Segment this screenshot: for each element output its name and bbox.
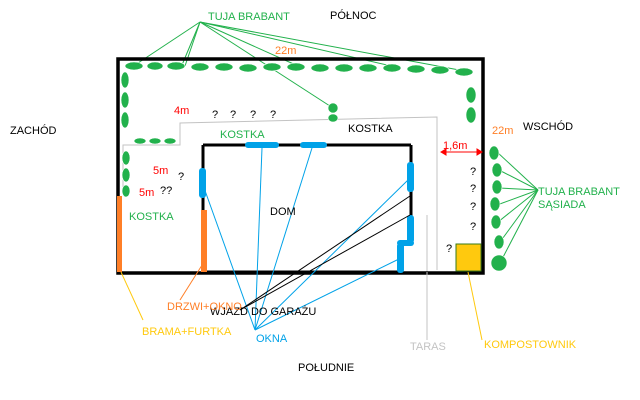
gap-measure — [440, 148, 483, 156]
measure-top-width: 22m — [275, 45, 296, 57]
label-kompostownik: KOMPOSTOWNIK — [484, 339, 577, 351]
tuja-neighbour-column — [488, 145, 508, 272]
measure-kostka-depth: 4m — [174, 105, 189, 117]
gate-bar — [117, 196, 122, 272]
unknown-mark: ? — [470, 221, 476, 233]
label-north: PÓŁNOC — [330, 9, 377, 22]
wjazd-leader-lines — [239, 195, 411, 311]
unknown-double: ?? — [160, 185, 172, 197]
unknown-mark: ? — [178, 171, 184, 183]
compost-box — [455, 243, 482, 272]
tuja-row-top — [124, 61, 474, 77]
label-tuja-sasiada-1: TUJA BRABANT — [538, 186, 620, 198]
label-brama: BRAMA+FURTKA — [142, 326, 232, 338]
measure-right-width: 22m — [492, 125, 513, 137]
unknown-mark: ? — [470, 201, 476, 213]
unknown-mark: ? — [230, 109, 236, 121]
unknown-marks: ? ? ? ? ? ?? ? ? ? ? ? — [160, 109, 476, 255]
measure-gap-east: 1,6m — [443, 140, 467, 152]
tuja-sasiada-leader-lines — [496, 151, 539, 264]
unknown-mark: ? — [250, 109, 256, 121]
window-east — [407, 162, 414, 192]
label-drzwi: DRZWI+OKNO — [167, 301, 242, 313]
drzwi-leader — [179, 261, 205, 301]
unknown-mark: ? — [212, 109, 218, 121]
brama-leader — [120, 271, 144, 321]
windows — [199, 142, 414, 273]
window-north-1 — [245, 142, 279, 148]
label-wjazd: WJAZD DO GARAŻU — [210, 305, 316, 318]
label-taras: TARAS — [410, 341, 446, 353]
label-kostka-north: KOSTKA — [348, 123, 393, 135]
tuja-column-left — [120, 71, 131, 198]
label-tuja-brabant: TUJA BRABANT — [208, 11, 290, 23]
unknown-mark: ? — [270, 109, 276, 121]
label-east: WSCHÓD — [523, 120, 573, 133]
measure-west-5m-b: 5m — [139, 187, 154, 199]
unknown-mark: ? — [470, 166, 476, 178]
label-okna: OKNA — [256, 333, 288, 345]
window-se-side — [407, 215, 414, 243]
window-west — [199, 168, 206, 198]
door-bar — [201, 210, 207, 272]
window-north-2 — [300, 142, 327, 148]
measure-west-5m-a: 5m — [153, 165, 168, 177]
terrace-outline — [122, 116, 438, 272]
label-tuja-sasiada-2: SĄSIADA — [538, 199, 586, 211]
label-kostka-inner: KOSTKA — [220, 129, 265, 141]
tuja-row-inner — [133, 102, 339, 145]
label-dom: DOM — [270, 206, 296, 218]
tuja-column-right — [465, 86, 477, 124]
plot-boundary — [116, 57, 485, 275]
unknown-mark: ? — [446, 243, 452, 255]
unknown-mark: ? — [470, 183, 476, 195]
label-south: POŁUDNIE — [298, 362, 354, 374]
label-west: ZACHÓD — [10, 124, 57, 137]
compost-leader — [467, 271, 483, 341]
label-kostka-west: KOSTKA — [129, 211, 174, 223]
